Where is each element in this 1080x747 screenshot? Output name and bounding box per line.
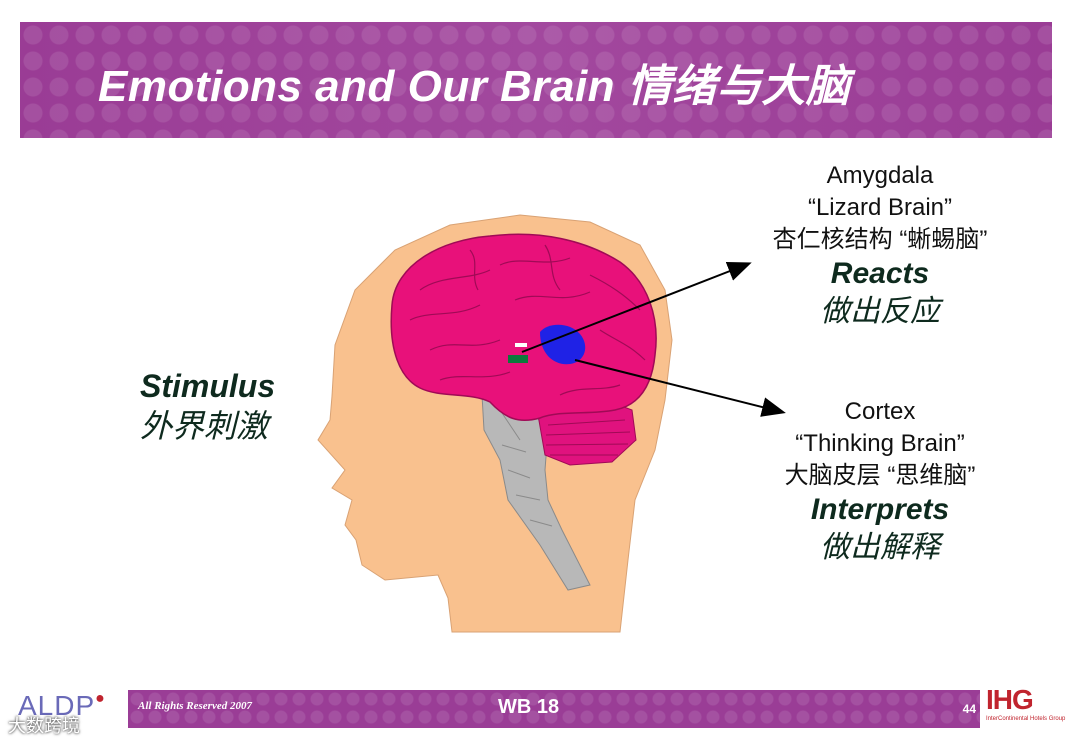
- footer-rights: All Rights Reserved 2007: [138, 700, 252, 712]
- footer-bar: All Rights Reserved 2007 WB 18 44: [128, 690, 980, 728]
- stimulus-en: Stimulus: [140, 368, 276, 404]
- amygdala-action: Reacts: [830, 257, 930, 290]
- footer-code: WB 18: [498, 696, 560, 718]
- cortex-action-cn: 做出解释: [820, 531, 940, 564]
- aldp-dot-icon: ●: [95, 690, 106, 707]
- amygdala-cn: 杏仁核结构 “蜥蜴脑”: [772, 226, 988, 253]
- ihg-logo-text: IHG: [986, 684, 1034, 715]
- ihg-logo: IHG InterContinental Hotels Group: [986, 684, 1066, 730]
- gyri: [409, 244, 646, 396]
- title-banner: Emotions and Our Brain 情绪与大脑: [20, 22, 1052, 138]
- slide-title: Emotions and Our Brain 情绪与大脑: [98, 62, 851, 111]
- aldp-logo: ALDP●: [18, 690, 106, 722]
- amygdala-action-cn: 做出反应: [820, 295, 940, 328]
- stimulus-region: [508, 355, 528, 363]
- amygdala-name: Amygdala: [826, 162, 934, 189]
- watermark: 大数跨境: [8, 716, 80, 736]
- cortex-label: Cortex “Thinking Brain” 大脑皮层 “思维脑” Inter…: [735, 396, 1025, 568]
- amygdala-label: Amygdala “Lizard Brain” 杏仁核结构 “蜥蜴脑” Reac…: [745, 160, 1015, 332]
- cortex-nickname: “Thinking Brain”: [795, 430, 965, 457]
- cerebrum: [390, 233, 657, 422]
- amygdala-region: [540, 324, 586, 365]
- page-number: 44: [962, 702, 976, 716]
- aldp-logo-text: ALDP: [18, 690, 96, 721]
- stimulus-label: Stimulus 外界刺激: [140, 366, 275, 446]
- cortex-action: Interprets: [810, 493, 950, 526]
- arrow-to-cortex: [574, 359, 786, 417]
- cortex-name: Cortex: [844, 398, 916, 425]
- amygdala-nickname: “Lizard Brain”: [807, 194, 953, 221]
- stimulus-cn: 外界刺激: [140, 408, 269, 444]
- arrow-to-amygdala: [521, 261, 752, 353]
- cortex-cn: 大脑皮层 “思维脑”: [784, 462, 976, 489]
- ihg-logo-sub: InterContinental Hotels Group: [986, 716, 1066, 722]
